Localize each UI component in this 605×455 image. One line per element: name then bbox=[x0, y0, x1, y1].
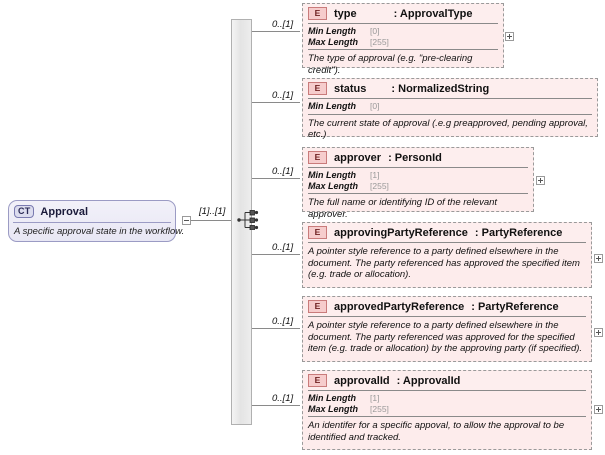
element-header: E approvalId : ApprovalId bbox=[303, 371, 591, 390]
element-type-name: : ApprovalId bbox=[396, 374, 461, 387]
facet-row: Min Length [1] bbox=[308, 393, 586, 404]
element-status[interactable]: E status : NormalizedString Min Length [… bbox=[302, 78, 598, 140]
connector-line-6 bbox=[252, 405, 300, 406]
element-documentation: A pointer style reference to a party def… bbox=[308, 246, 580, 280]
plus-icon[interactable] bbox=[594, 254, 603, 263]
connector-line-1 bbox=[252, 31, 300, 32]
page-title: Approval bbox=[40, 205, 89, 218]
facet-value: [255] bbox=[370, 403, 389, 414]
facet-value: [255] bbox=[370, 36, 389, 47]
complex-type-badge: CT bbox=[14, 205, 35, 218]
facet-list: Min Length [0] Max Length [255] bbox=[303, 24, 503, 49]
plus-icon[interactable] bbox=[594, 328, 603, 337]
facet-value: [0] bbox=[370, 101, 380, 111]
facet-value: [1] bbox=[370, 393, 380, 403]
facet-label: Min Length bbox=[308, 101, 356, 111]
element-type-name: : PartyReference bbox=[471, 300, 559, 313]
facet-row: Max Length [255] bbox=[308, 181, 528, 192]
complex-type-approval[interactable]: CT Approval A specific approval state in… bbox=[8, 200, 185, 242]
facet-value: [0] bbox=[370, 26, 380, 36]
element-header: E type : ApprovalType bbox=[303, 4, 503, 23]
element-approvalId[interactable]: E approvalId : ApprovalId Min Length [1]… bbox=[302, 370, 592, 450]
element-approvingPartyReference[interactable]: E approvingPartyReference : PartyReferen… bbox=[302, 222, 592, 288]
cardinality-5: 0..[1] bbox=[272, 316, 294, 327]
facet-label: Min Length bbox=[308, 26, 356, 36]
plus-icon[interactable] bbox=[536, 176, 545, 185]
element-badge: E bbox=[308, 7, 327, 20]
element-type-name: : PersonId bbox=[388, 151, 442, 164]
facet-list: Min Length [1] Max Length [255] bbox=[303, 168, 533, 193]
connector-line-root bbox=[191, 220, 236, 221]
facet-label: Max Length bbox=[308, 36, 359, 47]
element-documentation: The current state of approval (.e.g prea… bbox=[308, 117, 588, 141]
divider bbox=[308, 390, 586, 391]
cardinality-1: 0..[1] bbox=[272, 19, 294, 30]
facet-label: Max Length bbox=[308, 180, 359, 191]
element-badge: E bbox=[308, 374, 327, 387]
element-header: E status : NormalizedString bbox=[303, 79, 597, 98]
element-name: type bbox=[334, 7, 357, 20]
element-documentation: The full name or identifying ID of the r… bbox=[308, 197, 498, 220]
connector-line-2 bbox=[252, 102, 300, 103]
connector-line-3 bbox=[252, 178, 300, 179]
plus-icon[interactable] bbox=[594, 405, 603, 414]
facet-row: Min Length [1] bbox=[308, 170, 528, 181]
element-type[interactable]: E type : ApprovalType Min Length [0] Max… bbox=[302, 3, 504, 76]
divider bbox=[308, 167, 528, 168]
facet-list: Min Length [1] Max Length [255] bbox=[303, 391, 591, 416]
connector-line-4 bbox=[252, 254, 300, 255]
element-name: approvedPartyReference bbox=[334, 300, 465, 313]
cardinality-root: [1]..[1] bbox=[199, 206, 226, 217]
element-badge: E bbox=[308, 226, 327, 239]
divider bbox=[308, 242, 586, 243]
element-badge: E bbox=[308, 151, 327, 164]
element-header: E approvedPartyReference : PartyReferenc… bbox=[303, 297, 591, 316]
divider bbox=[308, 193, 528, 194]
element-type-name: : ApprovalType bbox=[393, 7, 473, 20]
element-name: approver bbox=[334, 151, 382, 164]
cardinality-6: 0..[1] bbox=[272, 393, 294, 404]
element-type-name: : NormalizedString bbox=[391, 82, 490, 95]
complex-type-documentation: A specific approval state in the workflo… bbox=[14, 226, 185, 237]
cardinality-3: 0..[1] bbox=[272, 166, 294, 177]
facet-value: [1] bbox=[370, 170, 380, 180]
facet-value: [255] bbox=[370, 180, 389, 191]
plus-icon[interactable] bbox=[505, 32, 514, 41]
element-header: E approvingPartyReference : PartyReferen… bbox=[303, 223, 591, 242]
complex-type-header: CT Approval bbox=[9, 201, 175, 222]
element-documentation: The type of approval (e.g. "pre-clearing… bbox=[308, 53, 473, 76]
divider bbox=[308, 23, 498, 24]
element-type-name: : PartyReference bbox=[474, 226, 563, 239]
divider bbox=[308, 416, 586, 417]
cardinality-4: 0..[1] bbox=[272, 242, 294, 253]
minus-icon[interactable] bbox=[182, 216, 191, 225]
facet-label: Max Length bbox=[308, 403, 359, 414]
element-approver[interactable]: E approver : PersonId Min Length [1] Max… bbox=[302, 147, 534, 220]
element-name: approvingPartyReference bbox=[334, 226, 468, 239]
element-approvedPartyReference[interactable]: E approvedPartyReference : PartyReferenc… bbox=[302, 296, 592, 362]
element-name: status bbox=[334, 82, 367, 95]
facet-label: Min Length bbox=[308, 393, 356, 403]
element-badge: E bbox=[308, 82, 327, 95]
sequence-icon[interactable] bbox=[237, 210, 259, 231]
facet-row: Min Length [0] bbox=[308, 101, 592, 112]
facet-row: Min Length [0] bbox=[308, 26, 498, 37]
facet-row: Max Length [255] bbox=[308, 37, 498, 48]
divider bbox=[13, 222, 171, 223]
facet-list: Min Length [0] bbox=[303, 99, 597, 114]
facet-row: Max Length [255] bbox=[308, 404, 586, 415]
element-badge: E bbox=[308, 300, 327, 313]
divider bbox=[308, 98, 592, 99]
divider bbox=[308, 113, 592, 115]
element-header: E approver : PersonId bbox=[303, 148, 533, 167]
divider bbox=[308, 316, 586, 317]
element-name: approvalId bbox=[334, 374, 390, 387]
element-documentation: A pointer style reference to a party def… bbox=[308, 320, 583, 354]
divider bbox=[308, 49, 498, 50]
cardinality-2: 0..[1] bbox=[272, 90, 294, 101]
element-documentation: An identifer for a specific appoval, to … bbox=[308, 420, 565, 443]
connector-line-5 bbox=[252, 328, 300, 329]
facet-label: Min Length bbox=[308, 170, 356, 180]
